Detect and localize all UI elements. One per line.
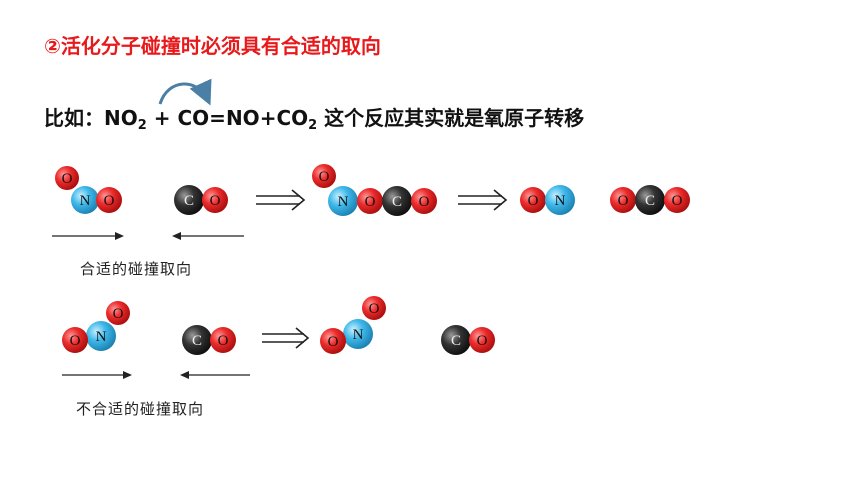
- reaction-equation: 比如：NO2 + CO=NO+CO2 这个反应其实就是氧原子转移: [44, 106, 585, 133]
- product-no: NO: [225, 106, 260, 130]
- svg-text:C: C: [392, 194, 402, 210]
- svg-text:N: N: [80, 193, 91, 209]
- no2-molecule-proper: O N O: [55, 166, 122, 214]
- co-molecule-improper: C O: [182, 325, 236, 355]
- reaction-arrow-1: [256, 189, 306, 211]
- svg-text:N: N: [555, 193, 566, 209]
- no2-molecule-improper: O N O: [62, 301, 130, 353]
- caption-proper-orientation: 合适的碰撞取向: [80, 260, 193, 278]
- svg-text:O: O: [477, 333, 488, 349]
- svg-text:O: O: [365, 194, 376, 210]
- svg-text:O: O: [672, 193, 683, 209]
- reactant-co: CO: [177, 106, 210, 130]
- svg-text:N: N: [353, 327, 364, 343]
- example-explanation: 这个反应其实就是氧原子转移: [317, 106, 585, 130]
- svg-text:O: O: [319, 169, 330, 185]
- svg-text:O: O: [618, 193, 629, 209]
- no-product: O N: [520, 185, 575, 215]
- reactant-no2: NO2: [104, 106, 147, 133]
- slide-title: ②活化分子碰撞时必须具有合适的取向: [44, 34, 381, 58]
- svg-text:O: O: [528, 193, 539, 209]
- product-co2: CO2: [276, 106, 318, 133]
- svg-text:O: O: [369, 301, 380, 317]
- reaction-arrow-3: [262, 327, 310, 349]
- svg-text:C: C: [192, 333, 202, 349]
- svg-text:O: O: [70, 333, 81, 349]
- example-prefix: 比如：: [44, 106, 104, 130]
- svg-text:C: C: [645, 193, 655, 209]
- co2-product: O C O: [610, 185, 690, 215]
- co-molecule-proper: C O: [174, 185, 228, 215]
- transition-complex: O N O C O: [312, 164, 437, 216]
- svg-text:O: O: [419, 194, 430, 210]
- oxygen-transfer-arrow: [158, 78, 212, 106]
- svg-text:C: C: [451, 333, 461, 349]
- caption-improper-orientation: 不合适的碰撞取向: [76, 400, 205, 418]
- svg-text:O: O: [113, 306, 124, 322]
- reaction-arrow-2: [458, 189, 508, 211]
- svg-text:N: N: [96, 329, 107, 345]
- svg-text:O: O: [210, 193, 221, 209]
- no2-unchanged: O N O: [320, 296, 386, 354]
- svg-text:O: O: [62, 171, 73, 187]
- svg-text:O: O: [328, 334, 339, 350]
- svg-text:C: C: [184, 193, 194, 209]
- svg-text:N: N: [338, 194, 349, 210]
- svg-text:O: O: [104, 193, 115, 209]
- svg-text:O: O: [218, 333, 229, 349]
- motion-arrows-proper: [52, 232, 244, 240]
- motion-arrows-improper: [62, 371, 250, 379]
- co-unchanged: C O: [441, 325, 495, 355]
